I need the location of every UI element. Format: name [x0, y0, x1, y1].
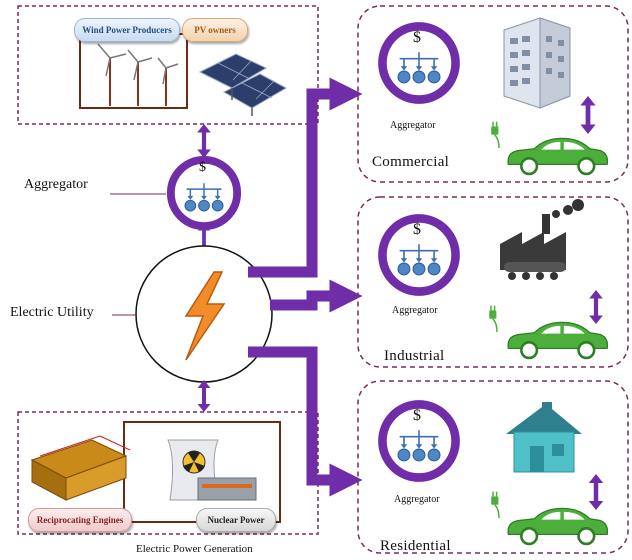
- reciprocating-engines-pill: Reciprocating Engines: [28, 508, 132, 532]
- commercial-aggregator-label: Aggregator: [390, 120, 436, 131]
- residential-aggregator-dollar: $: [413, 407, 421, 424]
- pv-owners-pill: PV owners: [182, 18, 248, 42]
- distribution-arrows: [248, 77, 363, 497]
- generation-box: [17, 411, 319, 535]
- aggregator-label: Aggregator: [24, 177, 88, 192]
- producers-box: [17, 5, 319, 125]
- residential-plug-icon: [490, 490, 500, 518]
- commercial-feed-arrow: [248, 77, 363, 278]
- commercial-plug-icon: [490, 120, 500, 148]
- commercial-aggregator-dollar: $: [413, 29, 421, 46]
- nuclear-power-pill: Nuclear Power: [196, 508, 276, 532]
- residential-sector-label: Residential: [380, 538, 451, 554]
- residential-feed-arrow: [248, 346, 363, 497]
- industrial-bidirectional-arrow: [589, 290, 603, 324]
- industrial-plug-icon: [488, 304, 498, 332]
- producers-aggregator-arrow: [197, 124, 211, 158]
- industrial-sector-label: Industrial: [384, 348, 445, 364]
- residential-car-icon: [506, 506, 609, 546]
- house-icon: [506, 402, 582, 473]
- residential-aggregator-label: Aggregator: [394, 494, 440, 505]
- commercial-bidirectional-arrow: [580, 96, 595, 134]
- commercial-car-icon: [506, 136, 609, 176]
- office-building-icon: [503, 17, 571, 109]
- generation-caption: Electric Power Generation: [136, 543, 253, 555]
- industrial-feed-arrow: [270, 279, 363, 313]
- wind-turbine-icon: [97, 43, 179, 106]
- residential-bidirectional-arrow: [589, 474, 603, 510]
- reciprocating-engine-icon: [30, 435, 131, 501]
- nuclear-plant-icon: [167, 439, 257, 501]
- utility-generation-arrow: [198, 380, 211, 412]
- lightning-bolt-icon: [184, 271, 226, 361]
- commercial-sector-label: Commercial: [372, 154, 450, 170]
- producers-bracket: [79, 33, 188, 109]
- electric-utility-label: Electric Utility: [10, 305, 94, 320]
- central-aggregator-dollar: $: [199, 160, 206, 175]
- industrial-car-icon: [506, 320, 609, 360]
- factory-icon: [500, 199, 584, 280]
- industrial-aggregator-dollar: $: [413, 221, 421, 238]
- wind-power-producers-pill: Wind Power Producers: [74, 18, 180, 42]
- industrial-aggregator-label: Aggregator: [392, 305, 438, 316]
- solar-panel-icon: [198, 53, 288, 116]
- commercial-box: [357, 5, 629, 183]
- industrial-box: [357, 196, 629, 368]
